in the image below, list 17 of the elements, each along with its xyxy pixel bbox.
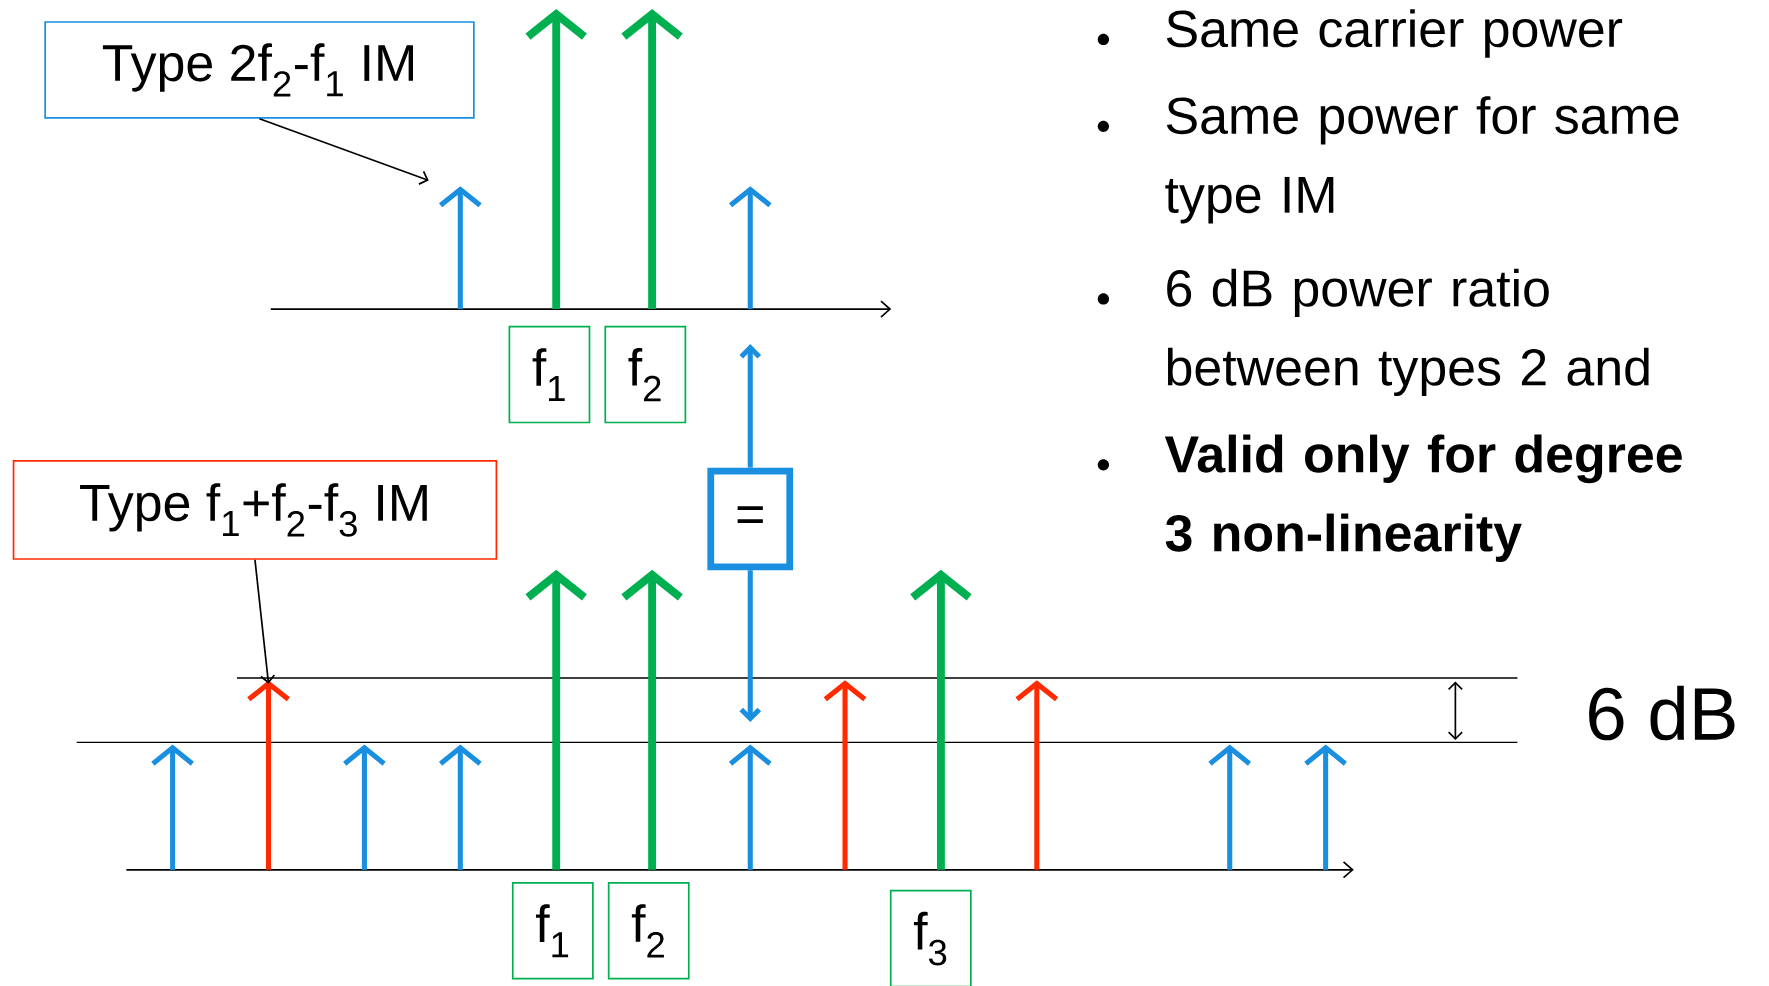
frequency-box: f$_{1}$ — [508, 325, 591, 424]
arrow — [739, 344, 762, 468]
frequency-box: f$_{1}$ — [511, 881, 594, 980]
bullet-text: Same carrier power — [1166, 9, 1623, 58]
label-box: Type f$_{1}$+f$_{2}$-f$_{3}$ IM — [12, 460, 498, 560]
frequency-box: f$_{3}$ — [889, 889, 972, 986]
bullet-text: 6 dB power ratio between types 2 and — [1167, 268, 1649, 397]
leader-line — [254, 559, 276, 684]
equals-box: = — [707, 467, 794, 571]
dimension-label: 6 dB — [1589, 685, 1735, 741]
frequency-box: f$_{2}$ — [607, 881, 690, 980]
bullet-text: Valid only for degree 3 non-linearity — [1164, 434, 1682, 562]
frequency-box: f$_{2}$ — [604, 325, 687, 424]
label-box: Type 2f$_{2}$-f$_{1}$ IM — [44, 21, 475, 119]
arrow — [739, 570, 762, 723]
bullet-text: Same power for same type IM — [1165, 96, 1679, 224]
leader-line — [258, 117, 429, 185]
